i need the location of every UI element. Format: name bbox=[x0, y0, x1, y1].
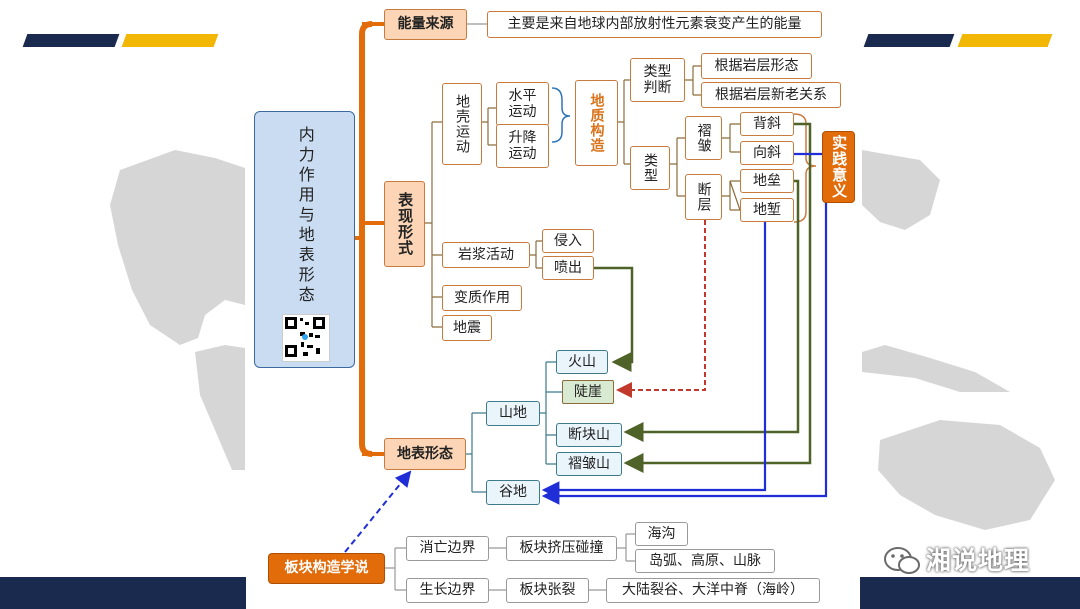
plate-rifting-node: 板块张裂 bbox=[506, 578, 589, 603]
fault-block-mountain-node: 断块山 bbox=[556, 423, 622, 447]
main-brace bbox=[359, 21, 373, 457]
magma-activity-node: 岩浆活动 bbox=[442, 242, 530, 268]
by-rock-shape-label: 根据岩层形态 bbox=[714, 57, 799, 74]
bottom-navy-band-left bbox=[0, 577, 250, 609]
eruption-node: 喷出 bbox=[542, 256, 594, 280]
valley-label: 谷地 bbox=[499, 484, 527, 501]
syncline-label: 向斜 bbox=[753, 144, 781, 161]
plate-collision-label: 板块挤压碰撞 bbox=[519, 540, 604, 557]
island-arc-label: 岛弧、高原、山脉 bbox=[649, 552, 761, 569]
anticline-label: 背斜 bbox=[753, 115, 781, 132]
horst-node: 地垒 bbox=[740, 169, 794, 193]
bottom-navy-band-right bbox=[858, 577, 1080, 609]
graben-label: 地堑 bbox=[753, 201, 781, 218]
geologic-structure-label: 地质构造 bbox=[588, 93, 605, 153]
volcano-label: 火山 bbox=[568, 353, 596, 370]
intrusion-label: 侵入 bbox=[554, 232, 582, 249]
rift-ridge-node: 大陆裂谷、大洋中脊（海岭） bbox=[606, 578, 820, 603]
watermark-text: 湘说地理 bbox=[926, 546, 1031, 575]
fold-label: 褶皱 bbox=[695, 123, 712, 153]
horizontal-movement-label: 水平运动 bbox=[508, 87, 537, 120]
by-rock-age-node: 根据岩层新老关系 bbox=[701, 82, 841, 108]
energy-description-node: 主要是来自地球内部放射性元素衰变产生的能量 bbox=[487, 11, 822, 38]
type-judgement-label: 类型判断 bbox=[643, 63, 672, 96]
practical-significance-label: 实践意义 bbox=[830, 135, 849, 199]
asia-silhouette bbox=[862, 150, 940, 230]
type-judgement-node: 类型判断 bbox=[630, 58, 685, 102]
arrow-graben-to-valley bbox=[541, 222, 767, 499]
syncline-node: 向斜 bbox=[740, 141, 794, 165]
by-rock-shape-node: 根据岩层形态 bbox=[701, 53, 812, 79]
horizontal-movement-node: 水平运动 bbox=[496, 82, 549, 126]
intrusion-node: 侵入 bbox=[542, 229, 594, 253]
forms-label: 表现形式 bbox=[396, 192, 415, 256]
graben-node: 地堑 bbox=[740, 198, 794, 222]
arrow-plate-to-landform bbox=[344, 470, 412, 553]
cliff-label: 陡崖 bbox=[574, 383, 602, 400]
qr-code-icon bbox=[285, 317, 325, 357]
landforms-node: 地表形态 bbox=[384, 438, 466, 470]
constructive-boundary-label: 生长边界 bbox=[419, 582, 476, 599]
earthquake-label: 地震 bbox=[453, 319, 481, 336]
horst-label: 地垒 bbox=[753, 172, 781, 189]
islands-silhouette bbox=[862, 345, 1010, 392]
crust-movement-label: 地壳运动 bbox=[454, 94, 471, 154]
energy-source-label: 能量来源 bbox=[397, 16, 454, 33]
trench-node: 海沟 bbox=[635, 522, 688, 546]
metamorphism-label: 变质作用 bbox=[454, 289, 510, 306]
fold-mountain-node: 褶皱山 bbox=[556, 452, 622, 476]
anticline-node: 背斜 bbox=[740, 112, 794, 136]
arrow-horst-to-fault-block bbox=[623, 179, 800, 442]
island-arc-node: 岛弧、高原、山脉 bbox=[635, 549, 775, 573]
earthquake-node: 地震 bbox=[442, 315, 492, 341]
mountain-node: 山地 bbox=[486, 401, 540, 426]
energy-source-node: 能量来源 bbox=[384, 9, 467, 40]
practical-significance-node: 实践意义 bbox=[822, 131, 855, 203]
eruption-label: 喷出 bbox=[554, 259, 582, 276]
destructive-boundary-label: 消亡边界 bbox=[419, 540, 476, 557]
vertical-movement-node: 升降运动 bbox=[496, 124, 549, 168]
volcano-node: 火山 bbox=[556, 350, 608, 374]
mountain-label: 山地 bbox=[499, 405, 527, 422]
magma-activity-label: 岩浆活动 bbox=[458, 246, 514, 263]
destructive-boundary-node: 消亡边界 bbox=[406, 536, 489, 561]
plate-tectonics-node: 板块构造学说 bbox=[268, 553, 385, 584]
types-node: 类型 bbox=[630, 146, 670, 190]
fault-block-mountain-label: 断块山 bbox=[568, 426, 610, 443]
fault-label: 断层 bbox=[695, 182, 712, 212]
fold-node: 褶皱 bbox=[685, 116, 722, 160]
energy-description-text: 主要是来自地球内部放射性元素衰变产生的能量 bbox=[507, 16, 802, 33]
cliff-node: 陡崖 bbox=[562, 380, 614, 404]
crust-movement-node: 地壳运动 bbox=[442, 83, 482, 165]
south-america-silhouette bbox=[195, 345, 245, 470]
plate-rifting-label: 板块张裂 bbox=[519, 582, 576, 599]
arrow-anticline-to-fold-mountain bbox=[623, 122, 812, 473]
fault-node: 断层 bbox=[685, 174, 722, 220]
trench-label: 海沟 bbox=[647, 525, 676, 542]
australia-silhouette bbox=[878, 420, 1055, 530]
geologic-structure-node: 地质构造 bbox=[575, 80, 618, 166]
plate-collision-node: 板块挤压碰撞 bbox=[506, 536, 617, 561]
metamorphism-node: 变质作用 bbox=[442, 285, 522, 311]
forms-node: 表现形式 bbox=[384, 181, 425, 267]
plate-tectonics-label: 板块构造学说 bbox=[284, 560, 369, 577]
arrow-syncline-to-valley bbox=[541, 152, 828, 505]
arrow-eruption-to-volcano bbox=[594, 266, 634, 372]
constructive-boundary-node: 生长边界 bbox=[406, 578, 489, 603]
vertical-movement-label: 升降运动 bbox=[508, 129, 537, 162]
types-label: 类型 bbox=[642, 153, 659, 183]
fold-mountain-label: 褶皱山 bbox=[568, 455, 610, 472]
wechat-icon bbox=[884, 547, 920, 574]
rift-ridge-label: 大陆裂谷、大洋中脊（海岭） bbox=[622, 582, 804, 599]
valley-node: 谷地 bbox=[486, 480, 540, 505]
arrow-fault-to-cliff bbox=[616, 220, 706, 398]
landforms-label: 地表形态 bbox=[397, 445, 453, 462]
root-label: 内力作用与地表形态 bbox=[295, 126, 315, 306]
americas-silhouette bbox=[110, 150, 245, 345]
qr-code bbox=[282, 314, 330, 362]
by-rock-age-label: 根据岩层新老关系 bbox=[715, 86, 827, 103]
